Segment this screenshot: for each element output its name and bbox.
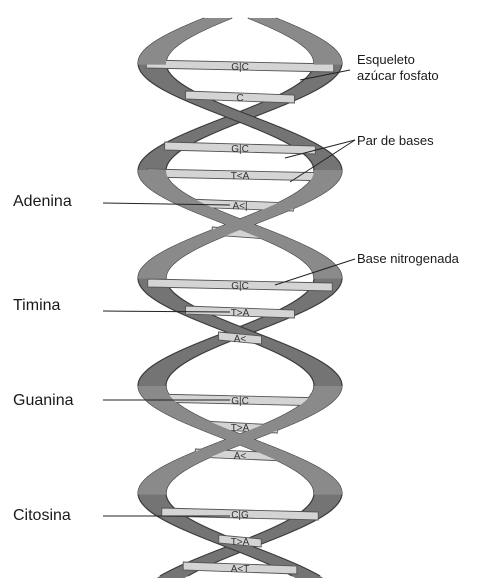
backbone-label-line2: azúcar fosfato xyxy=(357,68,439,84)
backbone-segment xyxy=(138,492,166,495)
base-pair-text: G|C xyxy=(231,396,249,407)
base-pair-text: C|G xyxy=(231,510,249,521)
base-pair-text: C xyxy=(236,93,243,104)
base-pair-rungs: G|CCG|CT<AA<|G|CT>AA<G|CT>AA<C|GT>AA<T xyxy=(146,60,333,575)
base-pair-text: G|C xyxy=(231,62,249,73)
base-pair-text: A< xyxy=(234,451,247,462)
backbone-segment xyxy=(314,276,342,279)
base-pair-text: T>A xyxy=(231,537,250,548)
base-pair-text: G|C xyxy=(231,281,249,292)
backbone-segment xyxy=(314,62,342,65)
backbone-label: Esqueleto azúcar fosfato xyxy=(357,52,439,85)
base-pair-text: A<T xyxy=(231,564,250,575)
thymine-label: Timina xyxy=(13,298,60,314)
nitrogen-base-label: Base nitrogenada xyxy=(357,251,459,267)
base-pair-text: A< xyxy=(234,334,247,345)
backbone-segment xyxy=(314,492,342,495)
backbone-segment xyxy=(292,576,323,578)
backbone-segment xyxy=(157,576,188,578)
adenine-label: Adenina xyxy=(13,194,72,210)
guanine-label: Guanina xyxy=(13,393,74,409)
base-pair-label: Par de bases xyxy=(357,133,434,149)
backbone-label-line1: Esqueleto xyxy=(357,52,439,68)
cytosine-label: Citosina xyxy=(13,508,71,524)
base-pair-text: A<| xyxy=(232,201,247,212)
backbone-segment xyxy=(138,62,166,65)
backbone-segment xyxy=(138,276,166,279)
base-pair-text: T<A xyxy=(231,171,250,182)
base-pair-text: T>A xyxy=(231,308,250,319)
base-pair-text: G|C xyxy=(231,144,249,155)
